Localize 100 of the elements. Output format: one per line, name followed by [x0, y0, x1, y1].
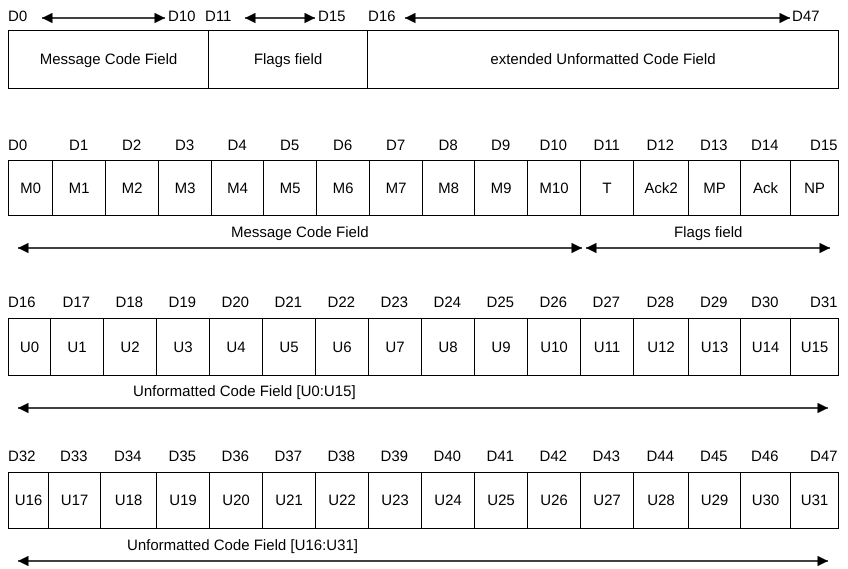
bit-cell: U6	[315, 318, 369, 376]
field-box: extended Unformatted Code Field	[367, 30, 839, 89]
bit-cell: U3	[156, 318, 210, 376]
bit-cell: U7	[368, 318, 422, 376]
field-box: Flags field	[208, 30, 368, 89]
bit-label: D31	[810, 294, 838, 312]
bit-label: D40	[434, 448, 462, 466]
bit-label: D1	[69, 137, 88, 155]
bit-label: D44	[646, 448, 674, 466]
bit-label: D10	[168, 8, 196, 26]
bit-label: D21	[274, 294, 302, 312]
bit-cell: NP	[790, 160, 839, 216]
bit-label: D16	[368, 8, 396, 26]
bit-cell: U22	[315, 472, 369, 529]
bit-cell: U29	[688, 472, 741, 529]
bit-cell: M8	[422, 160, 475, 216]
bit-label: D23	[380, 294, 408, 312]
bit-label: D28	[646, 294, 674, 312]
bit-label: D19	[168, 294, 196, 312]
bit-label: D14	[751, 137, 779, 155]
bit-label: D42	[540, 448, 568, 466]
field-label: Flags field	[674, 224, 742, 242]
bit-label: D11	[594, 137, 620, 155]
bit-label: D8	[438, 137, 458, 155]
bit-label: D3	[175, 137, 194, 155]
bit-cell: U5	[262, 318, 316, 376]
bit-label: D2	[122, 137, 142, 155]
bit-label: D10	[540, 137, 568, 155]
bit-cell: U12	[633, 318, 689, 376]
bit-label: D24	[434, 294, 462, 312]
bit-label: D17	[62, 294, 90, 312]
bit-label: D4	[228, 137, 247, 155]
bit-label: D12	[646, 137, 674, 155]
field-box: Message Code Field	[8, 30, 209, 89]
bit-cell: M3	[158, 160, 212, 216]
bit-cell: U11	[580, 318, 634, 376]
bit-label: D36	[222, 448, 250, 466]
bit-cell: U23	[368, 472, 422, 529]
bit-label: D26	[540, 294, 568, 312]
bit-cell: U14	[740, 318, 791, 376]
bit-cell: U27	[580, 472, 634, 529]
bit-cell: Ack2	[633, 160, 689, 216]
bit-cell: M6	[316, 160, 370, 216]
bit-label: D38	[328, 448, 356, 466]
field-label: Unformatted Code Field [U0:U15]	[133, 383, 356, 401]
field-label: Message Code Field	[231, 224, 369, 242]
bit-label: D11	[205, 8, 232, 26]
bit-label: D39	[380, 448, 408, 466]
bit-cell: U13	[688, 318, 741, 376]
bit-label: D37	[274, 448, 302, 466]
bit-label: D15	[810, 137, 838, 155]
bit-cell: M1	[52, 160, 106, 216]
bit-label: D22	[328, 294, 356, 312]
bit-label: D46	[751, 448, 779, 466]
bit-cell: U25	[474, 472, 528, 529]
bit-label: D15	[318, 8, 346, 26]
bit-label: D6	[333, 137, 352, 155]
bit-cell: U4	[209, 318, 263, 376]
bit-label: D16	[8, 294, 36, 312]
bit-label: D27	[592, 294, 620, 312]
bit-cell: U24	[421, 472, 475, 529]
bit-label: D30	[751, 294, 779, 312]
bit-label: D9	[491, 137, 510, 155]
bit-cell: U28	[633, 472, 689, 529]
bit-cell: M2	[105, 160, 159, 216]
bit-cell: U31	[790, 472, 839, 529]
bit-label: D34	[114, 448, 142, 466]
bit-label: D47	[792, 8, 820, 26]
bit-cell: U1	[50, 318, 104, 376]
bit-label: D43	[592, 448, 620, 466]
bit-label: D0	[8, 137, 28, 155]
bit-label: D20	[222, 294, 250, 312]
bit-label: D45	[700, 448, 728, 466]
bit-label: D47	[810, 448, 838, 466]
bit-cell: T	[580, 160, 634, 216]
bit-label: D5	[280, 137, 300, 155]
bit-cell: U16	[8, 472, 49, 529]
bit-cell: U17	[48, 472, 101, 529]
bit-label: D13	[700, 137, 728, 155]
bit-cell: U2	[103, 318, 157, 376]
bit-cell: M5	[263, 160, 317, 216]
bit-cell: U0	[8, 318, 51, 376]
bit-cell: U10	[527, 318, 581, 376]
bit-cell: U20	[209, 472, 263, 529]
bit-cell: MP	[688, 160, 741, 216]
bit-label: D41	[486, 448, 514, 466]
bit-label: D7	[386, 137, 406, 155]
bit-label: D29	[700, 294, 728, 312]
bit-cell: M7	[369, 160, 423, 216]
bit-label: D33	[60, 448, 88, 466]
bit-cell: M0	[8, 160, 53, 216]
bit-cell: U9	[474, 318, 528, 376]
bit-cell: U26	[527, 472, 581, 529]
bit-cell: M10	[527, 160, 581, 216]
bit-cell: U19	[156, 472, 210, 529]
bit-label: D18	[116, 294, 144, 312]
bit-label: D32	[8, 448, 36, 466]
bit-label: D35	[168, 448, 196, 466]
bit-label: D25	[486, 294, 514, 312]
bit-cell: M9	[474, 160, 528, 216]
